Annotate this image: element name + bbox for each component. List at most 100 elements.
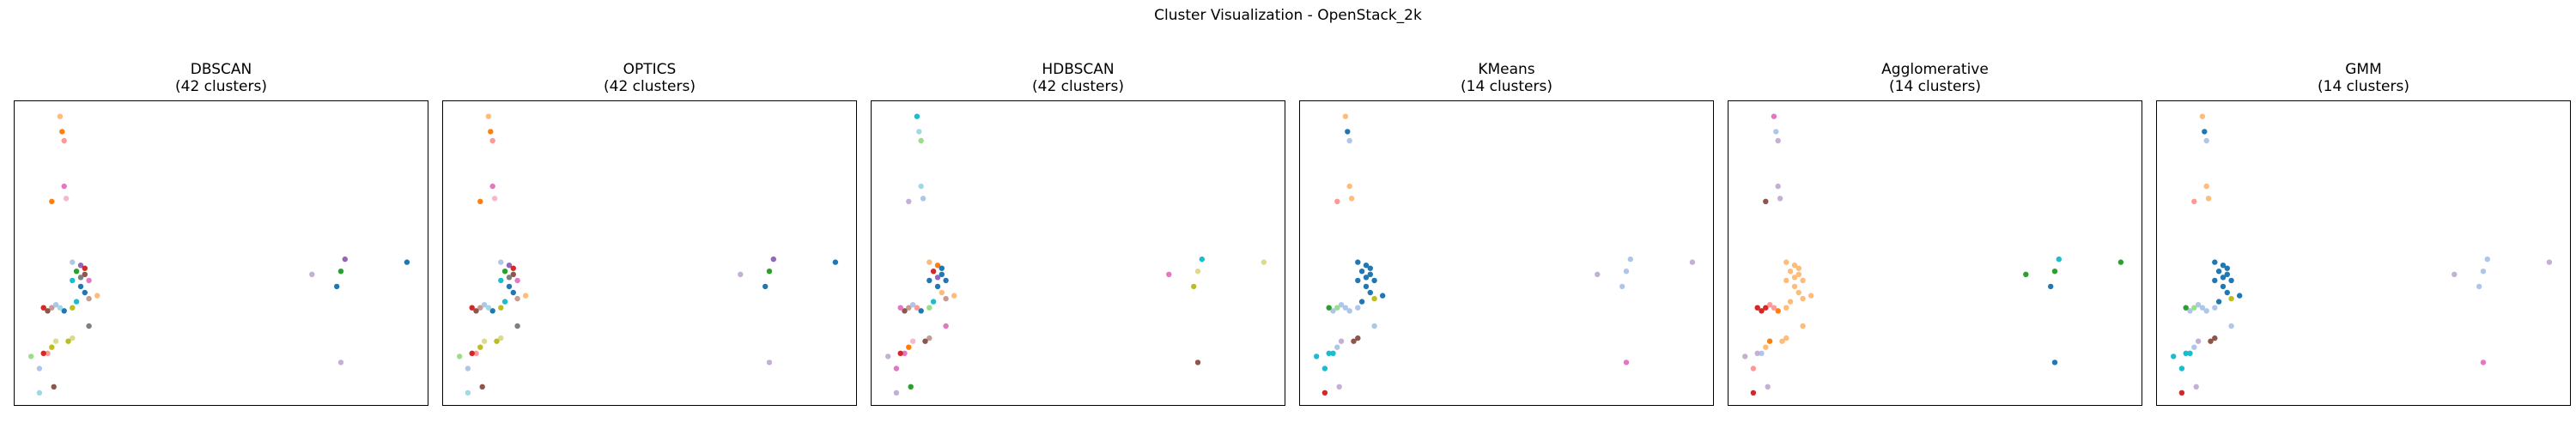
data-point <box>501 269 508 275</box>
scatter-plot <box>14 100 428 406</box>
data-point <box>334 283 340 290</box>
data-point <box>506 263 513 269</box>
data-point <box>1787 269 1794 275</box>
data-point <box>2203 183 2209 190</box>
data-point <box>2476 283 2482 290</box>
data-point <box>916 129 922 135</box>
data-point <box>2183 305 2189 311</box>
data-point <box>2224 271 2230 277</box>
data-point <box>1345 129 1351 135</box>
data-point <box>1795 265 1801 271</box>
data-point <box>1355 335 1361 341</box>
data-point <box>1321 390 1328 396</box>
data-point <box>1336 384 1342 390</box>
data-point <box>1763 344 1769 350</box>
data-point <box>1194 269 1201 275</box>
data-point <box>2208 338 2214 344</box>
data-point <box>2178 390 2185 396</box>
data-point <box>481 302 488 308</box>
data-point <box>86 295 92 302</box>
data-point <box>914 113 920 119</box>
data-point <box>494 338 500 344</box>
data-point <box>2195 338 2202 344</box>
figure-title: Cluster Visualization - OpenStack_2k <box>1154 7 1422 24</box>
panel-cluster-count: (14 clusters) <box>2318 78 2409 95</box>
data-point <box>1334 344 1340 350</box>
panel-cluster-count: (42 clusters) <box>175 78 267 95</box>
data-point <box>1380 293 1386 299</box>
data-point <box>2195 302 2202 308</box>
data-point <box>485 113 492 119</box>
data-point <box>1763 198 1769 204</box>
scatter-plot <box>1728 100 2142 406</box>
data-point <box>1775 183 1781 190</box>
data-point <box>918 137 924 144</box>
data-point <box>1363 263 1370 269</box>
data-point <box>94 293 100 299</box>
data-point <box>1371 295 1377 302</box>
data-point <box>1334 198 1340 204</box>
data-point <box>477 305 483 311</box>
data-point <box>465 366 471 372</box>
data-point <box>73 269 80 275</box>
data-point <box>506 275 513 281</box>
data-point <box>2048 283 2054 290</box>
data-point <box>49 198 55 204</box>
data-point <box>469 305 475 311</box>
data-point <box>514 295 520 302</box>
panel-title: DBSCAN (42 clusters) <box>14 61 428 95</box>
data-point <box>1759 350 1765 356</box>
data-point <box>2203 308 2209 314</box>
data-point <box>934 275 941 281</box>
data-point <box>2484 256 2490 263</box>
panel-dbscan: DBSCAN (42 clusters) <box>14 0 428 429</box>
data-point <box>766 269 773 275</box>
data-point <box>1191 283 1197 290</box>
data-point <box>1800 295 1806 302</box>
data-point <box>63 196 70 202</box>
data-point <box>927 305 933 311</box>
data-point <box>57 113 64 119</box>
data-point <box>909 338 916 344</box>
panel-title: GMM (14 clusters) <box>2156 61 2571 95</box>
data-point <box>2191 305 2197 311</box>
data-point <box>77 283 84 290</box>
panel-title: Agglomerative (14 clusters) <box>1728 61 2142 95</box>
data-point <box>2215 299 2222 305</box>
data-point <box>1330 308 1336 314</box>
data-point <box>40 350 46 356</box>
data-point <box>1619 283 1625 290</box>
data-point <box>2212 305 2218 311</box>
data-point <box>465 390 471 396</box>
data-point <box>2183 350 2189 356</box>
data-point <box>1371 323 1377 329</box>
data-point <box>501 299 508 305</box>
data-point <box>2056 256 2062 263</box>
data-point <box>906 305 912 311</box>
data-point <box>1808 293 1814 299</box>
data-point <box>73 299 80 305</box>
data-point <box>2187 308 2193 314</box>
panel-method-label: DBSCAN <box>190 61 252 78</box>
data-point <box>457 353 463 360</box>
data-point <box>918 183 924 190</box>
data-point <box>766 360 773 366</box>
data-point <box>1351 338 1357 344</box>
panel-kmeans: KMeans (14 clusters) <box>1299 0 1714 429</box>
data-point <box>1787 299 1794 305</box>
panel-hdbscan: HDBSCAN (42 clusters) <box>871 0 1285 429</box>
data-point <box>489 308 495 314</box>
data-point <box>1779 338 1785 344</box>
data-point <box>2205 196 2212 202</box>
panel-title: OPTICS (42 clusters) <box>442 61 857 95</box>
panel-method-label: OPTICS <box>623 61 677 78</box>
data-point <box>70 259 76 265</box>
data-point <box>1355 259 1361 265</box>
data-point <box>489 183 495 190</box>
data-point <box>45 350 51 356</box>
data-point <box>902 308 908 314</box>
data-point <box>1363 283 1370 290</box>
data-point <box>918 308 924 314</box>
data-point <box>36 390 43 396</box>
